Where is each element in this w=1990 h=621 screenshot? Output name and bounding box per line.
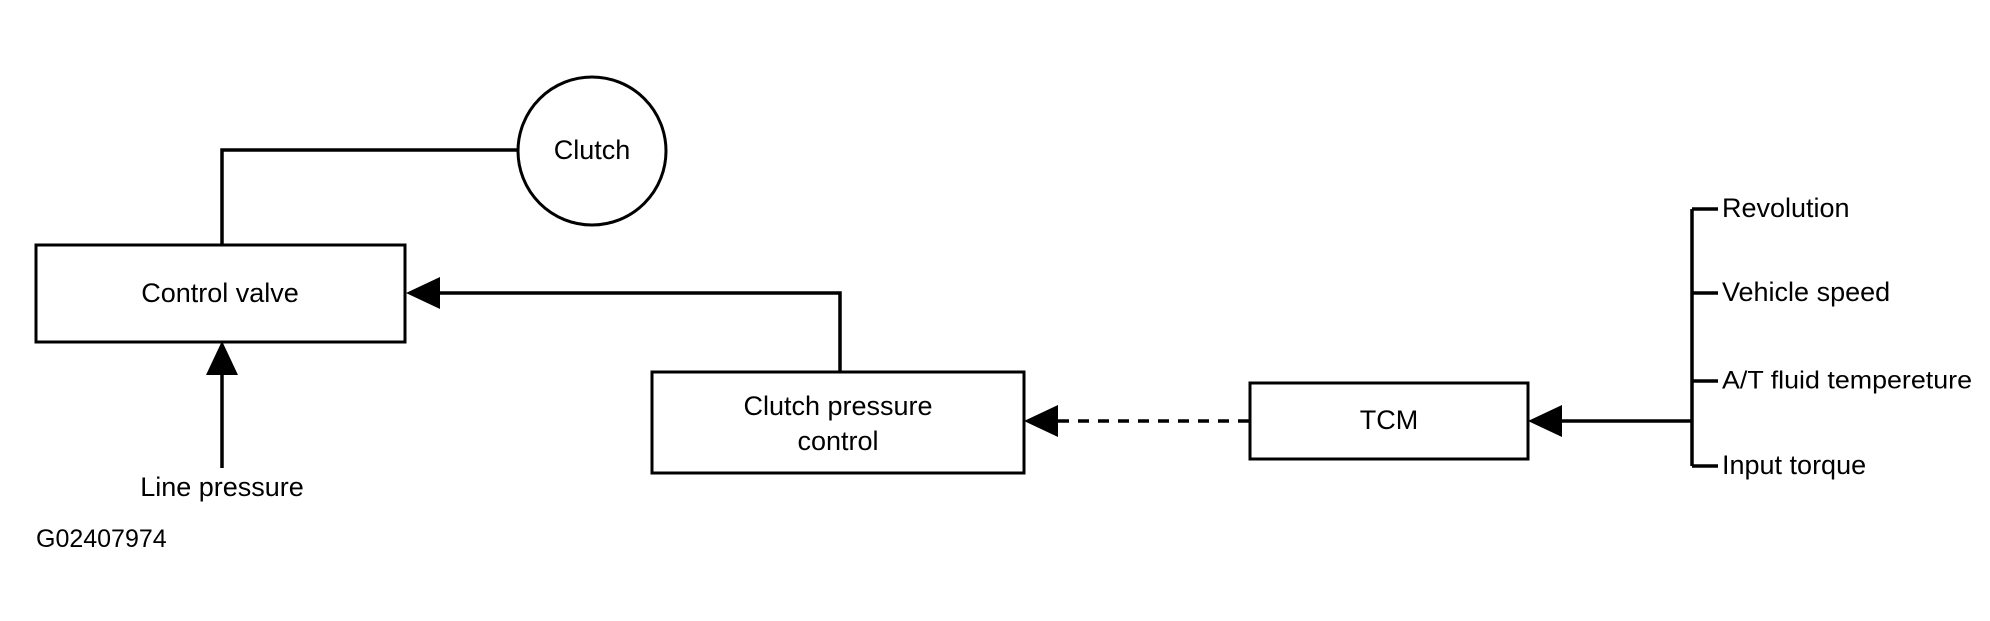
tcm-label: TCM — [1360, 405, 1418, 435]
node-clutch[interactable]: Clutch — [516, 75, 668, 227]
connector-tcm-to-clutch-pressure-control — [1024, 405, 1249, 437]
arrow-head-up-control-valve — [206, 341, 238, 375]
input-bus — [1690, 207, 1718, 468]
input-label-vehicle-speed: Vehicle speed — [1722, 277, 1890, 307]
line-pressure-label: Line pressure — [140, 472, 304, 502]
tcm-box[interactable] — [1248, 381, 1530, 461]
arrow-head-left-tcm — [1528, 405, 1562, 437]
connector-clutch-pressure-control-to-control-valve — [406, 277, 842, 372]
figure-id-code: G02407974 — [36, 525, 167, 553]
control-valve-box[interactable] — [34, 243, 407, 344]
connector-clutch-to-control-valve — [220, 148, 517, 246]
arrow-head-left-control-valve — [406, 277, 440, 309]
clutch-to-control-valve-line — [220, 148, 517, 246]
clutch-pressure-control-label-line1: Clutch pressure — [743, 391, 932, 421]
control-valve-label: Control valve — [141, 278, 299, 308]
arrow-head-left-clutch-pressure-control — [1024, 405, 1058, 437]
clutch-label: Clutch — [554, 135, 631, 165]
clutch-pressure-control-box[interactable] — [650, 370, 1026, 475]
input-label-at-fluid-tempereture: A/T fluid tempereture — [1722, 367, 1972, 395]
clutch-pressure-control-label-line2: control — [797, 426, 878, 456]
input-label-input-torque: Input torque — [1722, 450, 1866, 480]
node-tcm[interactable]: TCM — [1248, 381, 1530, 461]
node-clutch-pressure-control[interactable]: Clutch pressure control — [650, 370, 1026, 475]
connector-line-pressure-to-control-valve — [206, 341, 238, 468]
clutch-circle[interactable] — [516, 75, 668, 227]
connector-inputs-to-tcm — [1528, 405, 1692, 437]
cpc-to-control-valve-line — [432, 291, 842, 372]
input-label-revolution: Revolution — [1722, 193, 1850, 223]
node-control-valve[interactable]: Control valve — [34, 243, 407, 344]
